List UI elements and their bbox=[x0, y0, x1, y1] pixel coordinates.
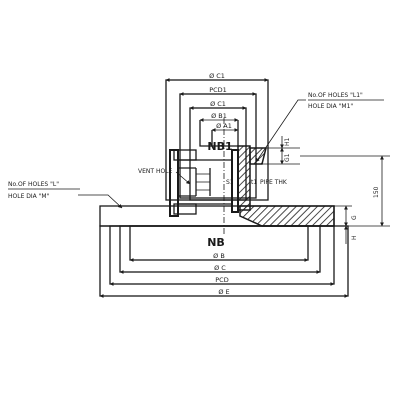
upper-flange-bore-bracket bbox=[199, 120, 239, 147]
label-holes-l1: No.OF HOLES "L1" bbox=[308, 92, 363, 99]
label-hole-dia-m: HOLE DIA "M" bbox=[8, 193, 50, 200]
label-s1: S1 bbox=[226, 179, 234, 186]
dim-label-e: Ø E bbox=[218, 288, 229, 296]
leader-holes-l1 bbox=[255, 99, 306, 163]
nozzle-stud-lines bbox=[178, 167, 211, 197]
dim-label-c: Ø C bbox=[214, 264, 226, 272]
label-nb: NB bbox=[207, 236, 225, 249]
dim-label-b: Ø B bbox=[213, 252, 225, 260]
dim-label-b1: Ø B1 bbox=[211, 112, 227, 120]
dim-label-pcd1: PCD1 bbox=[209, 86, 227, 94]
horizontal-dimensions bbox=[99, 78, 349, 298]
label-holes-l: No.OF HOLES "L" bbox=[8, 181, 59, 188]
dim-label-c1-inner: Ø C1 bbox=[210, 100, 226, 108]
dim-label-g: G bbox=[351, 215, 358, 220]
dim-label-h1: H1 bbox=[284, 137, 291, 146]
leader-vent-hole bbox=[175, 171, 191, 185]
leaders bbox=[78, 99, 306, 209]
dim-label-150: 150 bbox=[373, 186, 380, 198]
label-nb1: NB1 bbox=[207, 140, 232, 153]
dim-label-pcd: PCD bbox=[215, 276, 228, 284]
nozzle-centre-detail bbox=[196, 173, 210, 191]
bolt-top-left bbox=[173, 149, 197, 161]
lower-flange-hatch bbox=[239, 205, 335, 227]
dim-label-g1: G1 bbox=[284, 153, 291, 162]
label-t1: t1 bbox=[251, 179, 257, 186]
label-vent-hole: VENT HOLE bbox=[138, 168, 173, 175]
label-pipe-thk: PIPE THK bbox=[260, 179, 288, 186]
dim-label-c1-top: Ø C1 bbox=[209, 72, 225, 80]
leader-holes-l bbox=[78, 194, 123, 209]
bolt-bottom-left bbox=[173, 203, 197, 215]
dim-label-h: H bbox=[351, 235, 358, 240]
dim-label-a1: Ø A1 bbox=[216, 122, 232, 130]
upper-flange-plate-hatch bbox=[237, 145, 251, 211]
lower-flange bbox=[99, 205, 349, 297]
label-hole-dia-m1: HOLE DIA "M1" bbox=[308, 103, 353, 110]
vertical-dimensions bbox=[262, 136, 390, 244]
